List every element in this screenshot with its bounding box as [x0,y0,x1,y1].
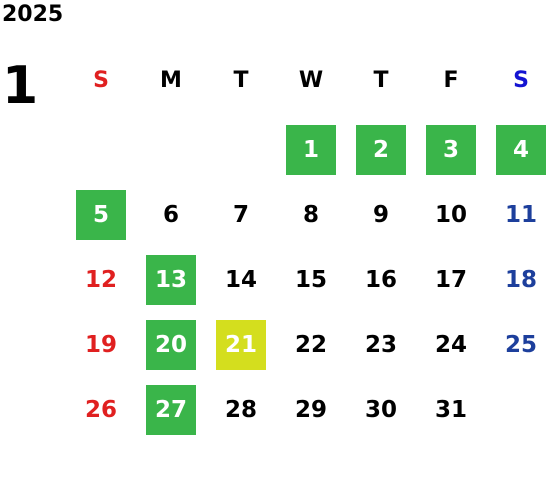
day-cell[interactable]: 17 [434,267,467,293]
day-cell[interactable]: 6 [162,202,179,228]
day-cell[interactable]: 10 [434,202,467,228]
day-cell[interactable]: 16 [364,267,397,293]
day-cell[interactable]: 26 [84,397,117,423]
day-cell[interactable]: 15 [294,267,327,293]
month-label: 1 [2,56,39,116]
weekday-header: T [373,67,389,93]
weekday-header: T [233,67,249,93]
day-cell[interactable]: 19 [84,332,117,358]
day-cell[interactable]: 18 [504,267,537,293]
weekday-header: M [160,67,182,93]
year-label: 2025 [2,2,64,27]
day-cell[interactable]: 30 [364,397,397,423]
day-cell-holiday[interactable]: 1 [286,125,336,175]
day-cell[interactable]: 25 [504,332,537,358]
weekday-header: S [93,67,109,93]
day-cell[interactable]: 22 [294,332,327,358]
day-cell-holiday[interactable]: 3 [426,125,476,175]
day-cell[interactable]: 29 [294,397,327,423]
weekday-header: F [443,67,459,93]
day-cell-holiday[interactable]: 2 [356,125,406,175]
day-cell[interactable]: 11 [504,202,537,228]
weekday-header: S [513,67,529,93]
day-cell[interactable]: 24 [434,332,467,358]
day-cell[interactable]: 14 [224,267,257,293]
day-cell-holiday[interactable]: 20 [146,320,196,370]
day-cell-holiday[interactable]: 27 [146,385,196,435]
day-cell[interactable]: 23 [364,332,397,358]
day-cell[interactable]: 12 [84,267,117,293]
day-cell-holiday[interactable]: 5 [76,190,126,240]
day-cell-holiday[interactable]: 13 [146,255,196,305]
day-cell-holiday[interactable]: 4 [496,125,546,175]
day-cell[interactable]: 28 [224,397,257,423]
weekday-header: W [298,67,324,93]
day-cell[interactable]: 9 [372,202,389,228]
day-cell-today[interactable]: 21 [216,320,266,370]
day-cell[interactable]: 8 [302,202,319,228]
day-cell[interactable]: 31 [434,397,467,423]
day-cell[interactable]: 7 [232,202,249,228]
